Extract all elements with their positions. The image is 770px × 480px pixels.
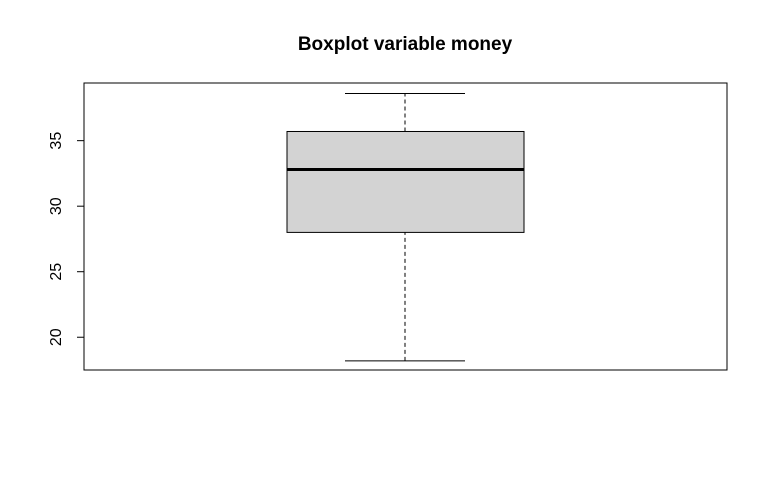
- y-tick-label: 30: [48, 197, 65, 215]
- chart-title: Boxplot variable money: [298, 34, 513, 55]
- y-tick-label: 35: [48, 132, 65, 150]
- iqr-box: [286, 130, 525, 233]
- box-group: [286, 92, 525, 362]
- y-tick-label: 25: [48, 263, 65, 281]
- y-axis: 20 25 30 35: [48, 132, 85, 346]
- y-tick-label: 20: [48, 328, 65, 346]
